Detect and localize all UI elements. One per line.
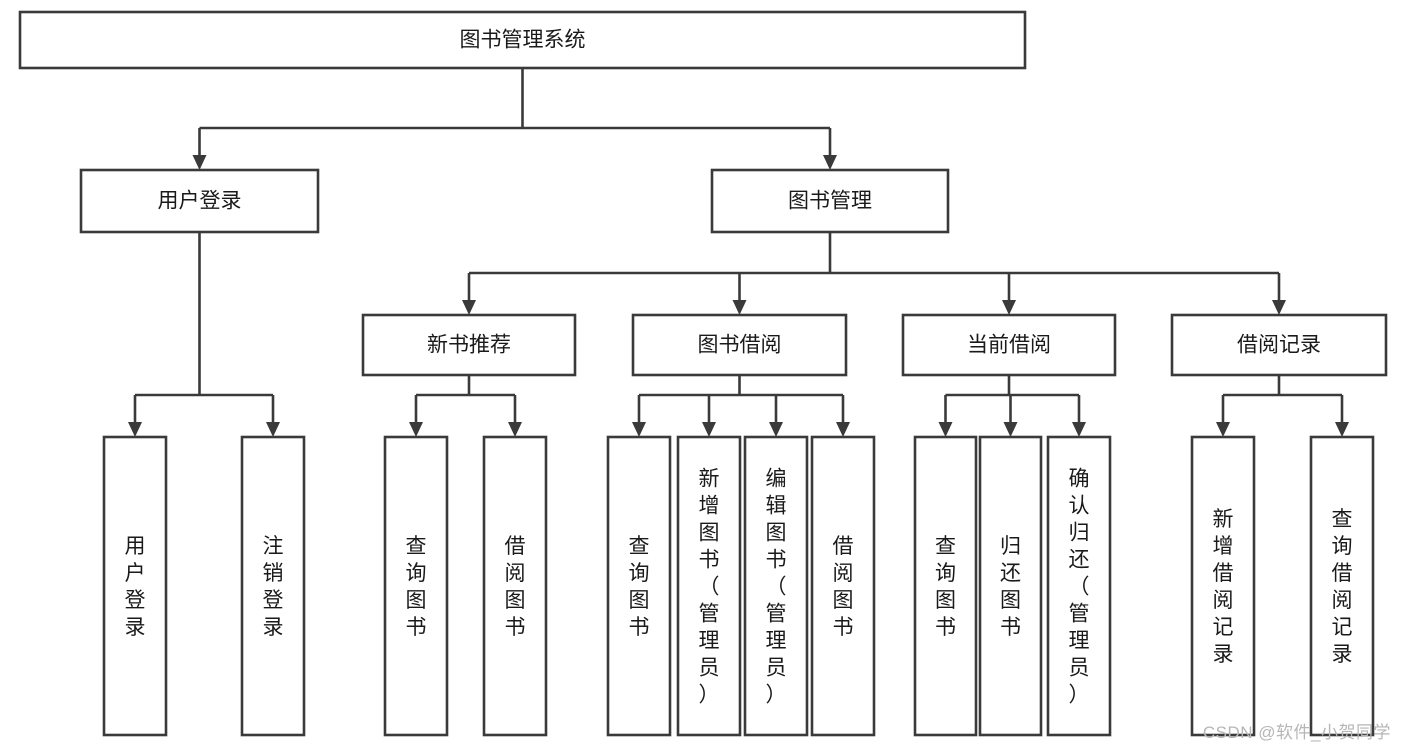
node-label: 新增借阅记录: [1213, 508, 1234, 666]
arrow-head-icon: [769, 422, 783, 437]
node-leaf-leaf-borrow-book-2[interactable]: 借阅图书: [810, 435, 876, 737]
node-rect: [810, 435, 876, 737]
node-rect: [631, 313, 848, 377]
node-rect: [913, 435, 978, 737]
node-layer: 图书管理系统用户登录图书管理新书推荐图书借阅当前借阅借阅记录用户登录注销登录查询…: [18, 10, 1388, 737]
node-label: 图书借阅: [698, 334, 782, 357]
node-label: 借阅图书: [833, 535, 854, 639]
node-leaf-leaf-query-book-3[interactable]: 查询图书: [913, 435, 978, 737]
node-leaf-leaf-edit-book[interactable]: 编辑图书（管理员）: [743, 435, 809, 737]
node-rect: [978, 435, 1043, 737]
arrow-head-icon: [1003, 422, 1018, 437]
node-leaf-leaf-return-book[interactable]: 归还图书: [978, 435, 1043, 737]
node-rect: [676, 435, 742, 737]
node-rect: [1170, 313, 1388, 377]
arrow-head-icon: [1216, 422, 1230, 437]
arrow-head-icon: [266, 422, 280, 437]
node-label: 当前借阅: [967, 334, 1051, 357]
arrow-head-icon: [462, 300, 476, 315]
node-leaf-leaf-user-login[interactable]: 用户登录: [102, 435, 168, 737]
node-rect: [1190, 435, 1256, 737]
node-leaf-leaf-query-book-2[interactable]: 查询图书: [606, 435, 672, 737]
arrow-head-icon: [128, 422, 142, 437]
node-rect: [240, 435, 306, 737]
node-label: 图书管理: [788, 190, 872, 213]
node-label: 归还图书: [1000, 535, 1021, 639]
arrow-head-icon: [192, 155, 207, 170]
node-leaf-leaf-borrow-book-1[interactable]: 借阅图书: [482, 435, 548, 737]
arrow-head-icon: [823, 155, 837, 170]
node-rect: [606, 435, 672, 737]
node-label: 查询图书: [629, 535, 650, 639]
node-rect: [79, 168, 320, 234]
node-label: 注销登录: [263, 535, 284, 639]
node-rect: [361, 313, 577, 377]
arrow-head-icon: [1072, 422, 1086, 437]
node-leaf-leaf-user-logout[interactable]: 注销登录: [240, 435, 306, 737]
node-level2-user-login[interactable]: 用户登录: [79, 168, 320, 234]
node-level2-book-manage[interactable]: 图书管理: [710, 168, 950, 234]
arrow-head-icon: [938, 422, 953, 437]
node-label: 查询借阅记录: [1332, 508, 1353, 666]
arrow-head-icon: [836, 422, 850, 437]
node-label: 借阅图书: [505, 535, 526, 639]
node-label: 借阅记录: [1237, 334, 1321, 357]
node-rect: [1046, 435, 1112, 737]
node-level3-current-borrow[interactable]: 当前借阅: [901, 313, 1117, 377]
node-label: 用户登录: [125, 535, 146, 639]
arrow-head-icon: [1272, 300, 1286, 315]
node-label: 图书管理系统: [460, 29, 586, 52]
node-label: 查询图书: [406, 535, 427, 639]
node-level3-borrow-record[interactable]: 借阅记录: [1170, 313, 1388, 377]
arrow-head-icon: [732, 300, 747, 315]
node-level3-new-book-recommend[interactable]: 新书推荐: [361, 313, 577, 377]
node-rect: [383, 435, 449, 737]
arrow-head-icon: [1002, 300, 1016, 315]
node-leaf-leaf-confirm-return[interactable]: 确认归还（管理员）: [1046, 435, 1112, 737]
node-rect: [18, 10, 1027, 70]
node-rect: [710, 168, 950, 234]
node-label: 新增图书（管理员）: [699, 468, 720, 707]
node-label: 查询图书: [935, 535, 956, 639]
arrow-head-icon: [409, 422, 423, 437]
node-leaf-leaf-add-record[interactable]: 新增借阅记录: [1190, 435, 1256, 737]
connector-layer: [128, 68, 1349, 437]
node-leaf-leaf-add-book[interactable]: 新增图书（管理员）: [676, 435, 742, 737]
arrow-head-icon: [632, 422, 646, 437]
node-rect: [1309, 435, 1375, 737]
node-label: 确认归还（管理员）: [1069, 468, 1090, 707]
arrow-head-icon: [508, 422, 522, 437]
node-leaf-leaf-query-book-1[interactable]: 查询图书: [383, 435, 449, 737]
node-label: 用户登录: [158, 190, 242, 213]
node-label: 新书推荐: [427, 334, 511, 357]
node-rect: [482, 435, 548, 737]
node-rect: [102, 435, 168, 737]
node-root[interactable]: 图书管理系统: [18, 10, 1027, 70]
node-leaf-leaf-query-record[interactable]: 查询借阅记录: [1309, 435, 1375, 737]
arrow-head-icon: [1335, 422, 1349, 437]
arrow-head-icon: [702, 422, 716, 437]
node-label: 编辑图书（管理员）: [766, 468, 787, 707]
node-rect: [743, 435, 809, 737]
node-level3-book-borrow[interactable]: 图书借阅: [631, 313, 848, 377]
node-rect: [901, 313, 1117, 377]
